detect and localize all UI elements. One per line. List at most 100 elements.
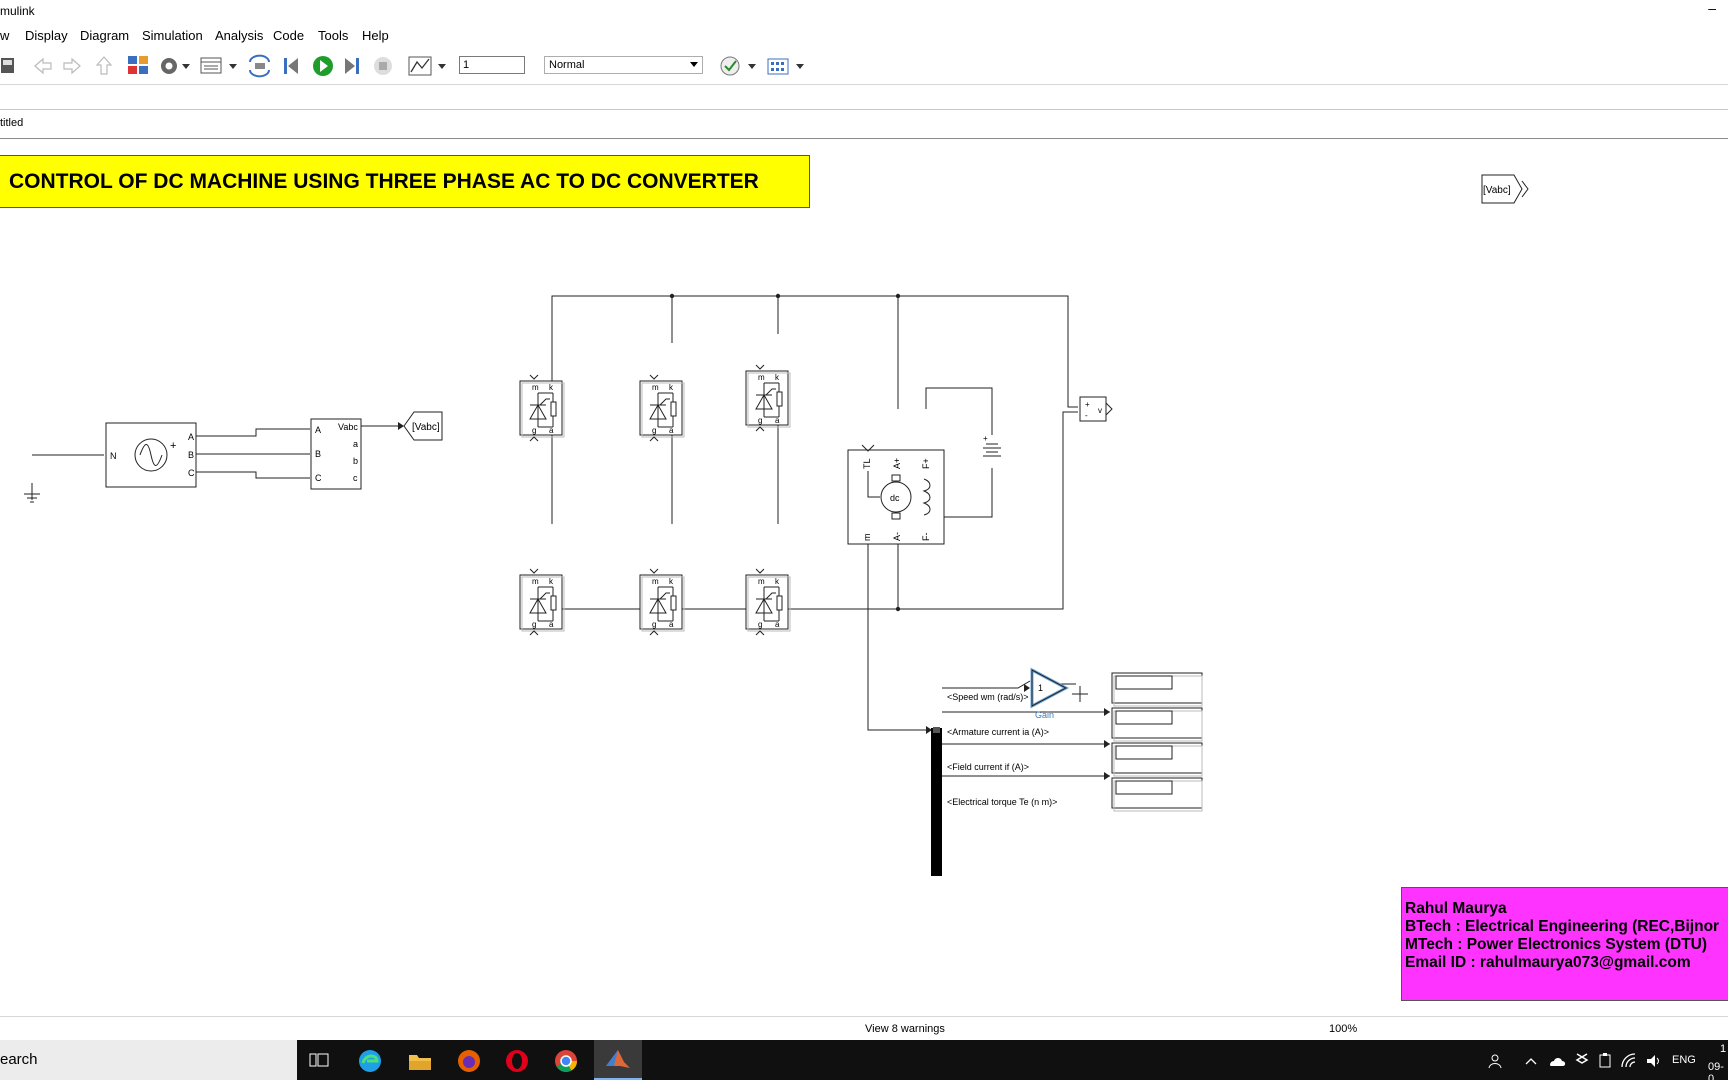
display-block-torque[interactable] (1111, 777, 1203, 812)
chevron-down-icon (690, 62, 698, 67)
run-icon[interactable] (310, 48, 336, 84)
model-banner[interactable]: CONTROL OF DC MACHINE USING THREE PHASE … (0, 155, 810, 208)
signal-label-torque[interactable]: <Electrical torque Te (n m)> (947, 797, 1057, 807)
model-canvas[interactable]: CONTROL OF DC MACHINE USING THREE PHASE … (0, 139, 1728, 1015)
thyristor-5[interactable]: m k g a (639, 568, 685, 636)
source-port-a: A (188, 432, 194, 442)
edge-browser-icon[interactable] (357, 1048, 383, 1074)
signal-label-armature-current[interactable]: <Armature current ia (A)> (947, 727, 1049, 737)
wire-layer (24, 295, 1110, 777)
thyristor-6[interactable]: m k g a (745, 568, 791, 636)
dropbox-icon[interactable] (1573, 1051, 1591, 1069)
title-bar: mulink – (0, 0, 1728, 22)
thy4-port-a: a (549, 620, 554, 629)
wifi-icon[interactable] (1620, 1052, 1638, 1070)
back-arrow-icon[interactable] (32, 48, 54, 84)
model-explorer-icon[interactable] (200, 48, 240, 84)
step-back-icon[interactable] (280, 48, 304, 84)
menu-code[interactable]: Code (273, 28, 305, 43)
tray-chevron-up-icon[interactable] (1524, 1055, 1538, 1067)
vi-measurement-block[interactable]: Vabc A B C a b c (310, 418, 362, 490)
three-phase-source-block[interactable]: N + A B C (105, 422, 197, 488)
menu-tools[interactable]: Tools (318, 28, 349, 43)
machine-port-m: m (862, 534, 872, 542)
voltmeter-minus: - (1085, 411, 1088, 420)
thyristor-2[interactable]: m k g a (639, 374, 685, 442)
machine-dc-label: dc (890, 493, 900, 503)
menu-help[interactable]: Help (362, 28, 389, 43)
breadcrumb-model-name[interactable]: titled (0, 117, 24, 129)
display-block-armature-current[interactable] (1111, 707, 1203, 742)
stop-icon[interactable] (371, 48, 395, 84)
file-explorer-icon[interactable] (407, 1050, 433, 1072)
meas-port-c-out: c (353, 473, 358, 483)
update-diagram-icon[interactable] (247, 48, 273, 84)
menu-view[interactable]: w (0, 28, 10, 43)
build-model-icon[interactable] (766, 48, 808, 84)
model-advisor-icon[interactable] (718, 48, 760, 84)
thy5-port-m: m (652, 577, 659, 586)
chrome-icon[interactable] (553, 1048, 579, 1074)
settings-gear-icon[interactable] (158, 48, 192, 84)
thyristor-1[interactable]: m k g a (519, 374, 565, 442)
address-bar (0, 87, 1728, 110)
author-mtech: MTech : Power Electronics System (DTU) (1405, 936, 1708, 953)
thy3-port-k: k (775, 373, 780, 382)
people-icon[interactable] (1488, 1052, 1506, 1070)
signal-label-speed[interactable]: <Speed wm (rad/s)> (947, 692, 1029, 702)
minimize-button[interactable]: – (1708, 0, 1716, 16)
display-block-field-current[interactable] (1111, 742, 1203, 777)
meas-port-a-out: a (353, 439, 358, 449)
gain-value: 1 (1038, 683, 1043, 693)
step-forward-icon[interactable] (340, 48, 364, 84)
language-indicator[interactable]: ENG (1672, 1054, 1696, 1066)
cloud-icon[interactable] (1547, 1052, 1567, 1070)
author-annotation[interactable]: Rahul Maurya BTech : Electrical Engineer… (1401, 887, 1728, 1001)
stop-time-input[interactable] (459, 56, 525, 74)
forward-arrow-icon[interactable] (61, 48, 83, 84)
menu-display[interactable]: Display (25, 28, 68, 43)
dc-machine-block[interactable]: dc TL A+ F+ m A- F- (847, 444, 945, 545)
thy1-port-m: m (532, 383, 539, 392)
firefox-icon[interactable] (456, 1048, 482, 1074)
up-arrow-icon[interactable] (93, 48, 115, 84)
battery-plus-label: + (983, 434, 988, 443)
breadcrumb: titled (0, 110, 1728, 139)
dc-voltage-source-block[interactable]: + (983, 434, 1001, 457)
task-view-icon[interactable] (308, 1050, 330, 1070)
voltage-measurement-block[interactable]: + - v (1079, 396, 1113, 422)
machine-port-f-plus: F+ (921, 458, 931, 469)
taskbar-search-box[interactable]: earch (0, 1040, 297, 1080)
library-browser-icon[interactable] (127, 48, 151, 84)
gain-label: Gain (1035, 710, 1054, 720)
simulation-mode-select[interactable]: Normal (544, 56, 703, 74)
meas-port-b-out: b (353, 456, 358, 466)
opera-icon[interactable] (504, 1048, 530, 1074)
save-icon[interactable] (0, 48, 20, 84)
menu-diagram[interactable]: Diagram (80, 28, 130, 43)
thy6-port-k: k (775, 577, 780, 586)
gain-block[interactable]: 1 Gain (1030, 667, 1070, 720)
goto-vabc-block[interactable]: [Vabc] (403, 411, 443, 441)
data-inspector-icon[interactable] (408, 48, 450, 84)
warnings-link[interactable]: View 8 warnings (865, 1023, 945, 1035)
thyristor-3[interactable]: m k g a (745, 364, 791, 432)
status-bar: View 8 warnings 100% (0, 1016, 1728, 1041)
thyristor-4[interactable]: m k g a (519, 568, 565, 636)
from-vabc-block[interactable]: [Vabc] (1481, 174, 1529, 204)
zoom-level[interactable]: 100% (1329, 1023, 1358, 1035)
machine-port-a-plus: A+ (892, 458, 902, 469)
thy3-port-m: m (758, 373, 765, 382)
bus-selector-block[interactable] (931, 728, 942, 876)
menu-analysis[interactable]: Analysis (215, 28, 264, 43)
clock-date[interactable]: 09-0 (1708, 1061, 1724, 1085)
matlab-taskbar-button[interactable] (594, 1040, 642, 1080)
display-block-speed[interactable] (1111, 672, 1203, 707)
volume-icon[interactable] (1645, 1052, 1663, 1070)
signal-label-field-current[interactable]: <Field current if (A)> (947, 762, 1029, 772)
model-diagram: N + A B C Vabc A B C a b c [Vabc] [Vabc] (24, 174, 1529, 876)
clock-time[interactable]: 1 (1720, 1043, 1727, 1055)
thy6-port-g: g (758, 620, 762, 629)
usb-icon[interactable] (1597, 1052, 1613, 1070)
menu-simulation[interactable]: Simulation (142, 28, 203, 43)
